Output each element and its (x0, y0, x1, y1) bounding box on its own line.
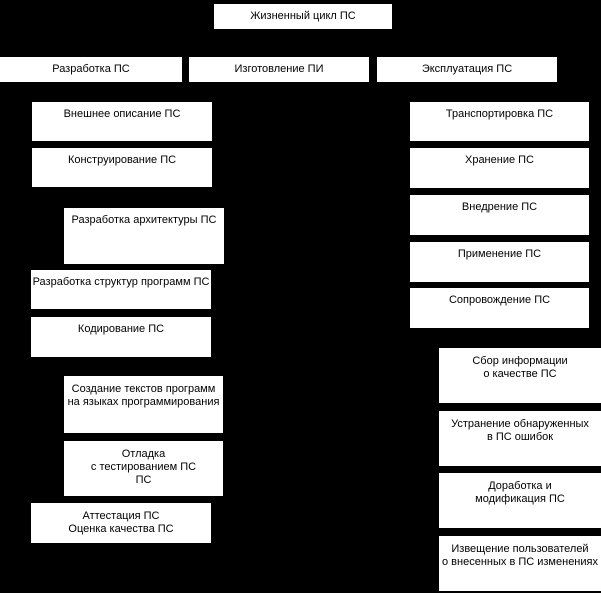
node-application: Применение ПС (410, 242, 589, 282)
node-label-line: Хранение ПС (464, 154, 534, 166)
node-transportation: Транспортировка ПС (410, 102, 589, 141)
node-external-description: Внешнее описание ПС (32, 102, 212, 141)
node-label-line: с тестированием ПС (90, 461, 197, 473)
node-construction: Конструирование ПС (32, 148, 212, 187)
node-label-line: о качестве ПС (483, 368, 557, 380)
node-label-line: Создание текстов программ (71, 383, 216, 395)
node-label-line: на языках программирования (67, 396, 220, 408)
node-label-line: Отладка (121, 448, 166, 460)
node-label-line: о внесенных в ПС изменениях (442, 556, 598, 568)
node-operation: Эксплуатация ПС (377, 57, 557, 82)
node-architecture-development: Разработка архитектуры ПС (64, 208, 224, 264)
node-label-line: модификация ПС (475, 493, 565, 505)
node-label-line: Извещение пользователей (451, 543, 589, 555)
node-label-line: Доработка и (488, 480, 552, 492)
node-label-line: ПС (135, 474, 152, 486)
node-life-cycle: Жизненный цикл ПС (214, 4, 392, 29)
node-label-line: Транспортировка ПС (445, 108, 554, 120)
node-label-line: Изготовление ПИ (234, 63, 324, 75)
node-label-line: в ПС ошибок (486, 431, 554, 443)
node-program-structures-development: Разработка структур программ ПС (31, 270, 211, 309)
node-label-line: Разработка архитектуры ПС (71, 214, 217, 226)
node-label-line: Кодирование ПС (77, 323, 165, 335)
node-label-line: Внедрение ПС (461, 201, 538, 213)
node-label-line: Устранение обнаруженных (451, 418, 589, 430)
node-maintenance: Сопровождение ПС (410, 288, 589, 328)
node-coding: Кодирование ПС (31, 317, 211, 357)
node-storage: Хранение ПС (410, 148, 589, 188)
node-label-line: Сопровождение ПС (448, 294, 551, 306)
node-implementation: Внедрение ПС (410, 195, 589, 235)
node-label-line: Разработка структур программ ПС (32, 276, 210, 288)
node-label-line: Конструирование ПС (67, 154, 177, 166)
node-label-line: Оценка качества ПС (68, 523, 174, 535)
node-label-line: Разработка ПС (52, 63, 130, 75)
node-label-line: Внешнее описание ПС (63, 108, 181, 120)
node-label-line: Эксплуатация ПС (421, 63, 513, 75)
node-development: Разработка ПС (0, 57, 182, 82)
node-label-line: Жизненный цикл ПС (250, 10, 356, 22)
node-label-line: Сбор информации (472, 355, 568, 367)
node-label-line: Применение ПС (457, 248, 542, 260)
node-manufacturing: Изготовление ПИ (189, 57, 369, 82)
node-label-line: Аттестация ПС (82, 510, 160, 522)
